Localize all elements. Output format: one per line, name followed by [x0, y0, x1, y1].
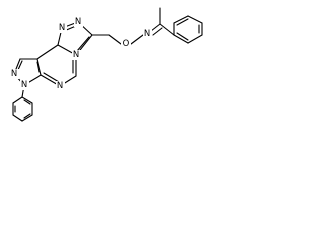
molecule-diagram: N N N N N N O N	[0, 0, 218, 141]
triazole-n1-label: N	[59, 23, 65, 33]
pyrimidine-n-label: N	[57, 81, 63, 91]
triazole-n2-label: N	[75, 17, 81, 27]
bonds	[12, 7, 203, 122]
structure-svg: N N N N N N O N	[10, 7, 203, 122]
pyrazole-n2-label: N	[21, 80, 27, 90]
pyrazole-n1-label: N	[11, 69, 17, 79]
oxime-o-label: O	[123, 39, 130, 49]
oxime-n-label: N	[144, 29, 150, 39]
atom-labels: N N N N N N O N	[10, 17, 152, 91]
triazole-n3-label: N	[73, 50, 79, 60]
